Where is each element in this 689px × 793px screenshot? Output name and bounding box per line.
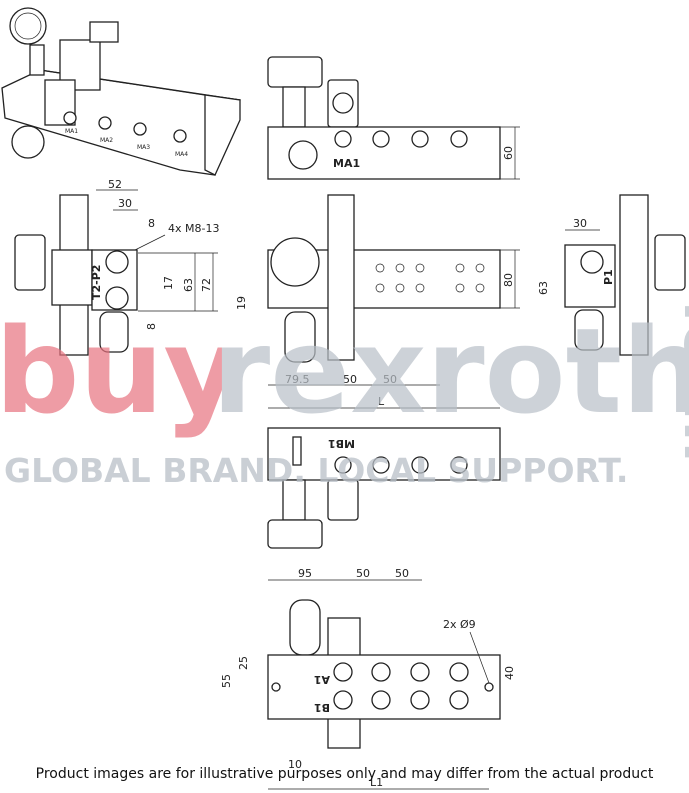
front-view: 80 19 79.5 50 50 L	[235, 194, 520, 409]
iso-port-ma1: MA1	[65, 128, 78, 135]
iso-port-ma4: MA4	[175, 151, 188, 158]
dim-8-top: 8	[148, 217, 155, 230]
dim-40: 40	[503, 666, 516, 680]
dim-r63: 63	[537, 281, 550, 295]
bottom-view: MB1	[267, 427, 501, 549]
dim-l1: L1	[370, 776, 383, 789]
watermark-brand-rexroth: rexroth	[212, 302, 689, 440]
dim-17: 17	[162, 276, 175, 290]
iso-view: MA1 MA2 MA3 MA4	[1, 7, 241, 176]
dim-30: 30	[118, 197, 132, 210]
base-view: 95 50 50 A1 B1 2x Ø9 25 55 40 10 L1	[220, 567, 516, 790]
left-port-label: T2-P2	[90, 265, 103, 300]
dim-95: 95	[298, 567, 312, 580]
right-port-label: P1	[602, 269, 615, 285]
dim-50-b: 50	[383, 373, 397, 386]
bottom-port-label: MB1	[328, 437, 355, 450]
dim-b50-a: 50	[356, 567, 370, 580]
dim-60: 60	[502, 146, 515, 160]
dim-thread: 4x M8-13	[168, 222, 219, 235]
side-view-right: P1 30 63	[537, 194, 686, 356]
dim-l: L	[378, 395, 385, 408]
dim-79-5: 79.5	[285, 373, 310, 386]
dim-b50-b: 50	[395, 567, 409, 580]
front-port-grid	[375, 263, 485, 293]
dim-50-a: 50	[343, 373, 357, 386]
dim-55: 55	[220, 674, 233, 688]
side-view-left: T2-P2 52 30 8 4x M8-13 17 63 72 8	[14, 178, 219, 356]
watermark: buy rexroth .com	[0, 300, 689, 462]
dim-72: 72	[200, 278, 213, 292]
watermark-suffix: .com	[670, 300, 689, 462]
dim-63: 63	[182, 278, 195, 292]
port-b1: B1	[314, 701, 330, 714]
dim-25: 25	[237, 656, 250, 670]
dim-r30: 30	[573, 217, 587, 230]
dim-holes: 2x Ø9	[443, 618, 476, 631]
watermark-brand-buy: buy	[0, 302, 240, 440]
watermark-tagline: GLOBAL BRAND. LOCAL SUPPORT.	[4, 451, 628, 490]
dim-10: 10	[288, 758, 302, 771]
dim-19: 19	[235, 296, 248, 310]
footer-disclaimer: Product images are for illustrative purp…	[35, 766, 654, 782]
port-a1: A1	[314, 673, 330, 686]
top-view: MA1 60	[267, 56, 520, 180]
iso-port-ma2: MA2	[100, 137, 113, 144]
top-port-label: MA1	[333, 157, 360, 170]
dim-8-bottom: 8	[145, 323, 158, 330]
dim-80: 80	[502, 273, 515, 287]
iso-port-ma3: MA3	[137, 144, 150, 151]
dim-52: 52	[108, 178, 122, 191]
